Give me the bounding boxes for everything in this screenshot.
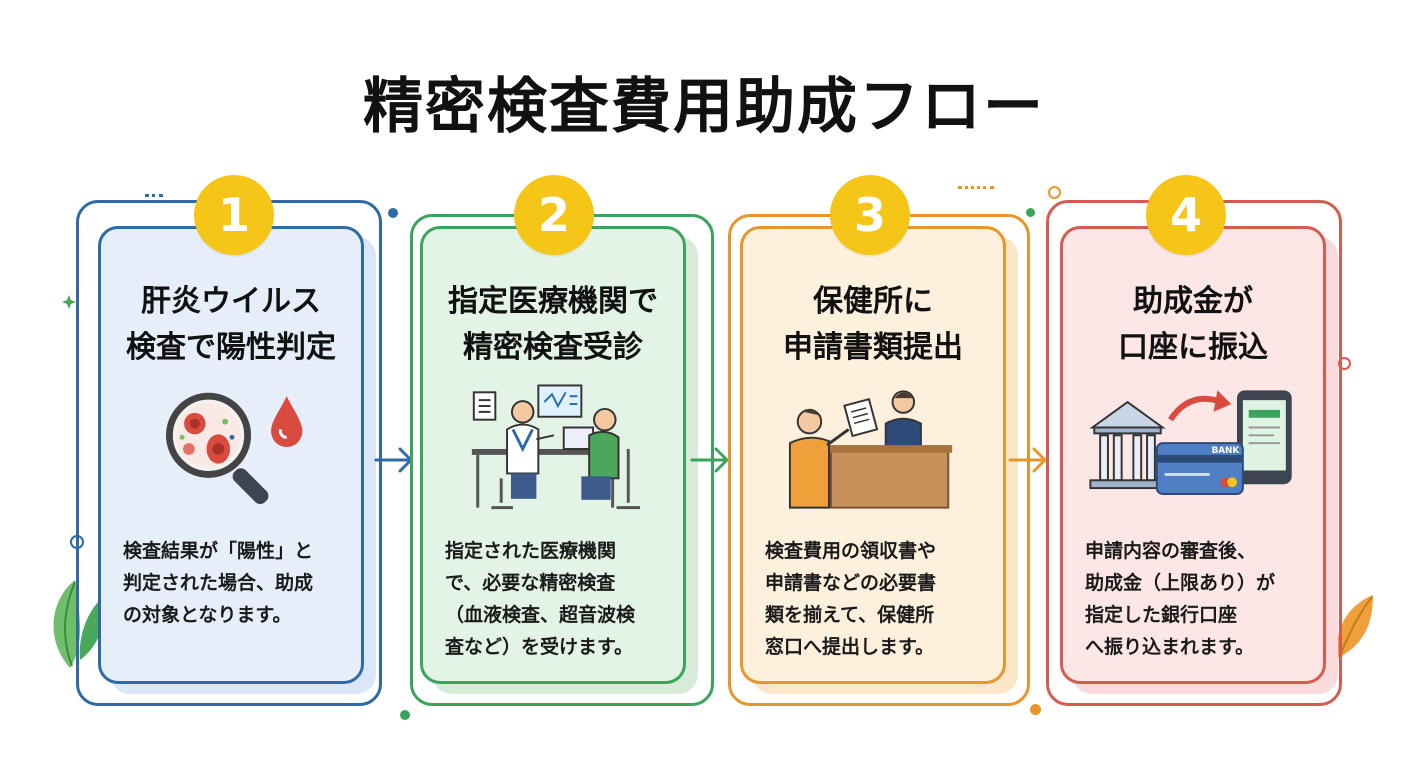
dot-decoration — [1030, 704, 1041, 715]
step4-description: 申請内容の審査後、 助成金（上限あり）が 指定した銀行口座 へ振り込まれます。 — [1085, 540, 1276, 658]
bank-card-label: BANK — [1212, 446, 1241, 456]
step3-description: 検査費用の領収書や 申請書などの必要書 類を揃えて、保健所 窓口へ提出します。 — [765, 540, 937, 658]
leaf-right-icon — [1337, 595, 1373, 658]
page-title: 精密検査費用助成フロー — [363, 72, 1045, 142]
doctor-consultation-icon — [471, 384, 640, 510]
leaf-left-icon — [53, 580, 104, 668]
step1-number-badge: 1 — [194, 175, 274, 255]
arrow-right-icon — [1008, 447, 1047, 473]
step1-title: 肝炎ウイルス 検査で陽性判定 — [126, 284, 336, 365]
step1-card: 肝炎ウイルス 検査で陽性判定 検査結果が「陽性」と 判定された場合、助成 の対象… — [98, 226, 364, 684]
sparkle-icon — [62, 295, 76, 309]
arrow-right-icon — [690, 447, 729, 473]
dots-decoration — [958, 186, 994, 192]
step2-title: 指定医療機関で 精密検査受診 — [448, 284, 658, 365]
step1-description: 検査結果が「陽性」と 判定された場合、助成 の対象となります。 — [123, 540, 314, 626]
step4-number-badge: 4 — [1146, 175, 1226, 255]
step4-card: 助成金が 口座に振込 BANK 申請内容の審査後、 助成金（上限あり）が 指定し… — [1060, 226, 1326, 684]
counter-submission-icon — [788, 390, 953, 509]
step2-description: 指定された医療機関 で、必要な精密検査 （血液検査、超音波検 査など）を受けます… — [445, 540, 636, 658]
bank-transfer-icon: BANK — [1089, 390, 1292, 495]
step2-card: 指定医療機関で 精密検査受診 指定された医療機関 で、必要な精密検査 （血液検査… — [420, 226, 686, 684]
dot-decoration — [1048, 186, 1061, 199]
step4-title: 助成金が 口座に振込 — [1118, 284, 1268, 365]
step3-number-badge: 3 — [830, 175, 910, 255]
dot-decoration — [400, 710, 410, 720]
magnifier-blood-icon — [166, 392, 303, 505]
dot-decoration — [388, 208, 398, 218]
dots-decoration — [145, 194, 163, 200]
step3-card: 保健所に 申請書類提出 検査費用の領収書や 申請書などの必要書 類を揃えて、保健… — [740, 226, 1006, 684]
step3-title: 保健所に 申請書類提出 — [783, 284, 963, 365]
dot-decoration — [1026, 208, 1035, 217]
step2-number-badge: 2 — [514, 175, 594, 255]
